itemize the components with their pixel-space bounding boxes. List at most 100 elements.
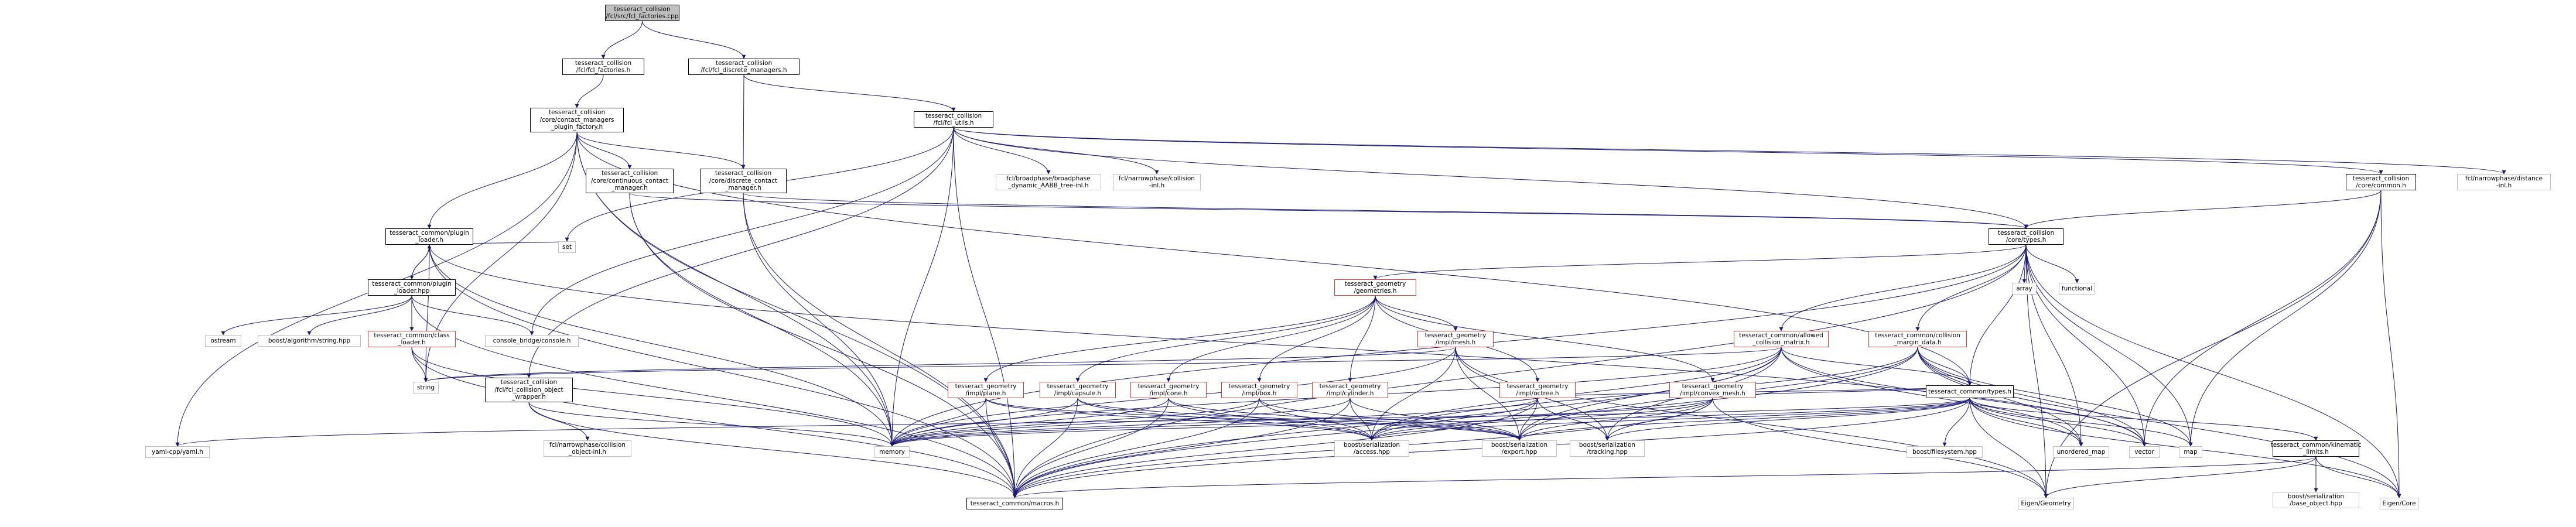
edge-core-types-to-unordered-map <box>2025 244 2083 447</box>
edge-kin-limits-to-eigen-core <box>2315 456 2401 498</box>
node-fcl-utils[interactable]: tesseract_collision /fcl/fcl_utils.h <box>914 111 993 128</box>
node-map[interactable]: map <box>2179 446 2202 458</box>
edge-core-types-to-functional <box>2025 244 2079 283</box>
node-functional[interactable]: functional <box>2059 283 2095 295</box>
edge-discrete-cm-to-macros <box>743 193 1017 498</box>
node-np-distance[interactable]: fcl/narrowphase/distance -inl.h <box>2457 174 2551 190</box>
node-boost-algo[interactable]: boost/algorithm/string.hpp <box>258 335 361 347</box>
node-plugin-factory[interactable]: tesseract_collision /core/contact_manage… <box>530 108 624 132</box>
node-boost-export[interactable]: boost/serialization /export.hpp <box>1482 440 1557 457</box>
node-fcl-discrete[interactable]: tesseract_collision /fcl/fcl_discrete_ma… <box>688 59 800 75</box>
edge-core-common-to-core-types <box>2024 190 2382 229</box>
edge-plugin-loader-h-to-string <box>423 244 430 382</box>
edge-class-loader-to-memory <box>411 347 894 447</box>
edge-root-to-fcl-factories <box>601 20 643 59</box>
node-boost-fs[interactable]: boost/filesystem.hpp <box>1907 446 1983 458</box>
node-boost-access[interactable]: boost/serialization /access.hpp <box>1334 440 1409 457</box>
edge-core-types-to-eigen-core <box>2025 244 2401 498</box>
edge-fcl-utils-to-fcl-obj-wrapper <box>527 127 954 378</box>
edge-common-types-to-unordered-map <box>1969 398 2083 447</box>
node-impl-octree[interactable]: tesseract_geometry /impl/octree.h <box>1499 382 1576 398</box>
edge-class-loader-to-macros <box>411 347 1017 498</box>
node-geometries[interactable]: tesseract_geometry /geometries.h <box>1334 279 1416 296</box>
edge-impl-cone-to-macros <box>1013 398 1169 498</box>
edge-discrete-cm-to-memory <box>743 193 894 447</box>
edge-impl-cone-to-memory <box>890 398 1169 447</box>
node-kin-limits[interactable]: tesseract_common/kinematic _limits.h <box>2270 440 2362 457</box>
edge-impl-box-to-macros <box>1013 398 1260 498</box>
edge-class-loader-to-string <box>411 347 428 382</box>
node-console-bridge[interactable]: console_bridge/console.h <box>485 335 579 347</box>
edge-core-types-to-vector <box>2025 244 2147 447</box>
node-impl-plane[interactable]: tesseract_geometry /impl/plane.h <box>948 382 1024 398</box>
edge-common-types-to-boost-export <box>1517 398 1970 441</box>
node-string[interactable]: string <box>413 382 439 393</box>
node-continuous-cm[interactable]: tesseract_collision /core/continuous_con… <box>586 169 674 193</box>
node-fcl-obj-wrapper[interactable]: tesseract_collision /fcl/fcl_collision_o… <box>485 378 573 402</box>
node-plugin-loader-h[interactable]: tesseract_common/plugin _loader.h <box>385 228 473 245</box>
node-plugin-loader-hpp[interactable]: tesseract_common/plugin _loader.hpp <box>368 279 456 296</box>
edge-geometries-to-impl-mesh <box>1375 295 1458 331</box>
node-impl-box[interactable]: tesseract_geometry /impl/box.h <box>1221 382 1297 398</box>
edge-fcl-obj-wrapper-to-macros <box>528 402 1017 498</box>
node-bp-dynamic[interactable]: fcl/broadphase/broadphase _dynamic_AABB_… <box>996 174 1101 190</box>
node-impl-convex[interactable]: tesseract_geometry /impl/convex_mesh.h <box>1669 382 1756 398</box>
edge-impl-convex-to-boost-access <box>1369 398 1713 441</box>
edge-impl-cone-to-boost-export <box>1168 398 1522 441</box>
node-ostream[interactable]: ostream <box>205 335 241 347</box>
edge-geometries-to-impl-cylinder <box>1348 295 1376 382</box>
edge-common-types-to-boost-tracking <box>1605 398 1970 441</box>
edge-fcl-utils-to-core-common <box>953 127 2383 174</box>
node-boost-tracking[interactable]: boost/serialization /tracking.hpp <box>1570 440 1645 457</box>
node-discrete-cm[interactable]: tesseract_collision /core/discrete_conta… <box>700 169 787 193</box>
edge-impl-convex-to-boost-export <box>1517 398 1713 441</box>
node-core-types[interactable]: tesseract_collision /core/types.h <box>1989 228 2063 245</box>
edge-common-types-to-kin-limits <box>1969 398 2318 441</box>
node-memory[interactable]: memory <box>874 446 910 458</box>
node-unordered-map[interactable]: unordered_map <box>2053 446 2109 458</box>
edge-common-types-to-boost-fs <box>1942 398 1970 447</box>
edge-kin-limits-to-macros <box>1013 456 2317 498</box>
node-macros[interactable]: tesseract_common/macros.h <box>966 498 1063 509</box>
edge-impl-cylinder-to-boost-access <box>1350 398 1374 441</box>
node-core-common[interactable]: tesseract_collision /core/common.h <box>2346 174 2416 190</box>
node-np-collision-inl[interactable]: fcl/narrowphase/collision -inl.h <box>1113 174 1201 190</box>
node-yaml[interactable]: yaml-cpp/yaml.h <box>145 446 210 458</box>
node-impl-capsule[interactable]: tesseract_geometry /impl/capsule.h <box>1040 382 1116 398</box>
edge-collision-margin-to-map <box>1917 347 2193 447</box>
node-impl-cone[interactable]: tesseract_geometry /impl/cone.h <box>1130 382 1207 398</box>
node-allowed-cm[interactable]: tesseract_common/allowed _collision_matr… <box>1734 331 1829 347</box>
edge-plugin-loader-h-to-vector <box>429 244 2147 447</box>
edge-common-types-to-memory <box>890 398 1970 447</box>
node-common-types[interactable]: tesseract_common/types.h <box>1926 385 2014 398</box>
node-impl-cylinder[interactable]: tesseract_geometry /impl/cylinder.h <box>1312 382 1388 398</box>
node-eigen-geometry[interactable]: Eigen/Geometry <box>2018 498 2074 509</box>
edge-impl-convex-to-eigen-geometry <box>1712 398 2048 498</box>
node-eigen-core[interactable]: Eigen/Core <box>2380 498 2418 509</box>
node-array[interactable]: array <box>2012 283 2037 295</box>
edge-impl-box-to-boost-export <box>1259 398 1522 441</box>
edge-kin-limits-to-eigen-geometry <box>2044 456 2317 498</box>
edge-geometries-to-impl-capsule <box>1075 295 1376 382</box>
node-boost-base-object[interactable]: boost/serialization /base_object.hpp <box>2273 492 2359 508</box>
node-root[interactable]: tesseract_collision /fcl/src/fcl_factori… <box>605 5 679 21</box>
edge-continuous-cm-to-memory <box>629 193 894 447</box>
edge-impl-box-to-boost-access <box>1259 398 1374 441</box>
edge-plugin-loader-h-to-macros <box>429 244 1017 498</box>
edge-core-types-to-macros <box>1013 244 2027 498</box>
node-impl-mesh[interactable]: tesseract_geometry /impl/mesh.h <box>1417 331 1494 347</box>
edge-impl-capsule-to-boost-access <box>1077 398 1374 441</box>
node-class-loader[interactable]: tesseract_common/class _loader.h <box>368 331 456 347</box>
node-set[interactable]: set <box>558 241 576 253</box>
node-vector[interactable]: vector <box>2129 446 2160 458</box>
edge-fcl-utils-to-console-bridge <box>529 127 954 336</box>
edge-allowed-cm-to-common-types <box>1781 347 1972 386</box>
edge-plugin-factory-to-discrete-cm <box>576 132 746 169</box>
edge-fcl-utils-to-np-distance <box>953 127 2506 174</box>
edge-plugin-loader-hpp-to-boost-algo <box>307 295 412 336</box>
node-np-object-inl[interactable]: fcl/narrowphase/collision _object-inl.h <box>544 440 631 457</box>
node-collision-margin[interactable]: tesseract_common/collision _margin_data.… <box>1868 331 1967 347</box>
edge-common-types-to-map <box>1969 398 2193 447</box>
node-fcl-factories[interactable]: tesseract_collision /fcl/fcl_factories.h <box>562 59 644 75</box>
edge-impl-cylinder-to-memory <box>890 398 1351 447</box>
